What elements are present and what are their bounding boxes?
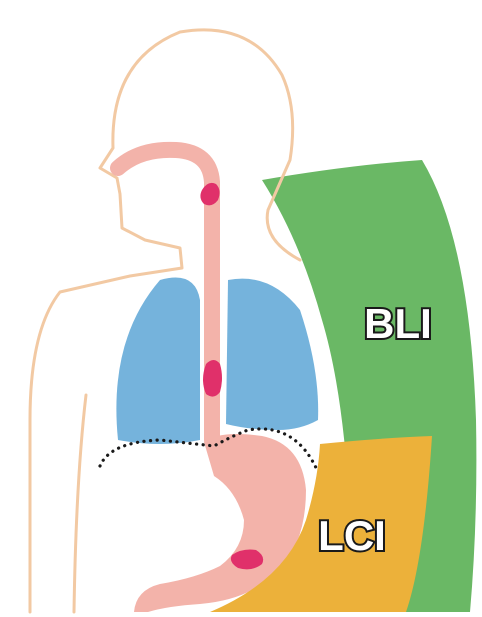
bli-label: BLI — [364, 300, 432, 347]
right-lung — [226, 279, 318, 430]
left-lung — [116, 278, 200, 445]
arm-outline — [74, 395, 86, 612]
lesion-mid-esophagus — [203, 360, 222, 397]
lci-label: LCI — [318, 512, 386, 559]
